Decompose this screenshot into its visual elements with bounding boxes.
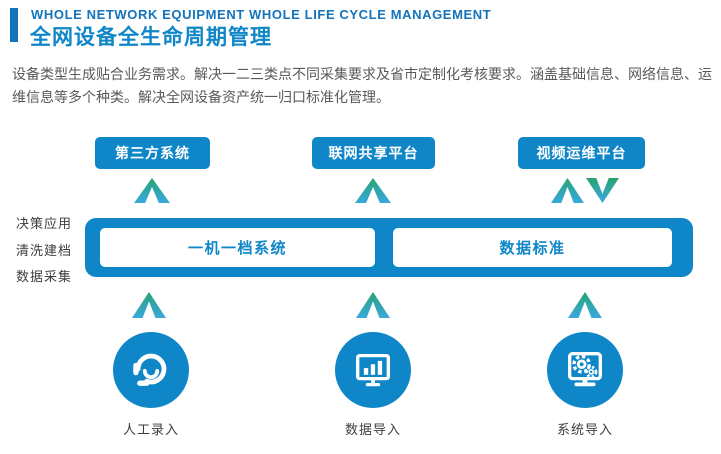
- page-title-chinese: 全网设备全生命周期管理: [30, 26, 272, 49]
- side-label-collection: 数据采集: [16, 269, 73, 284]
- channel-label-manual: 人工录入: [122, 422, 179, 437]
- description-text: 设备类型生成贴合业务需求。解决一二三类点不同采集要求及省市定制化考核要求。涵盖基…: [12, 66, 712, 105]
- module-box-data-standard: 数据标准: [393, 228, 672, 267]
- module-box-one-device-one-file: 一机一档系统: [100, 228, 375, 267]
- side-label-cleaning: 清洗建档: [16, 243, 73, 258]
- up-arrow-icon: [355, 178, 391, 203]
- down-arrow-icon: [586, 178, 619, 203]
- channel-label-data: 数据导入: [344, 422, 401, 437]
- side-label-decision: 决策应用: [16, 216, 73, 231]
- channel-circle-system: [547, 332, 623, 408]
- up-arrow-icon: [568, 292, 602, 318]
- system-box-network-share: 联网共享平台: [312, 137, 435, 169]
- system-box-third-party: 第三方系统: [95, 137, 210, 169]
- channel-circle-data: [335, 332, 411, 408]
- channel-circle-manual: [113, 332, 189, 408]
- monitor-chart-icon: [350, 347, 396, 393]
- channel-label-system: 系统导入: [556, 422, 613, 437]
- up-arrow-icon: [132, 292, 166, 318]
- monitor-gear-icon: [562, 347, 608, 393]
- system-box-video-ops: 视频运维平台: [518, 137, 645, 169]
- up-arrow-icon: [551, 178, 584, 203]
- page-title-english: WHOLE NETWORK EQUIPMENT WHOLE LIFE CYCLE…: [31, 7, 492, 22]
- headset-icon: [128, 347, 174, 393]
- platform-bar: 一机一档系统 数据标准: [85, 218, 693, 277]
- up-arrow-icon: [134, 178, 170, 203]
- title-accent-bar: [10, 8, 18, 42]
- up-arrow-icon: [356, 292, 390, 318]
